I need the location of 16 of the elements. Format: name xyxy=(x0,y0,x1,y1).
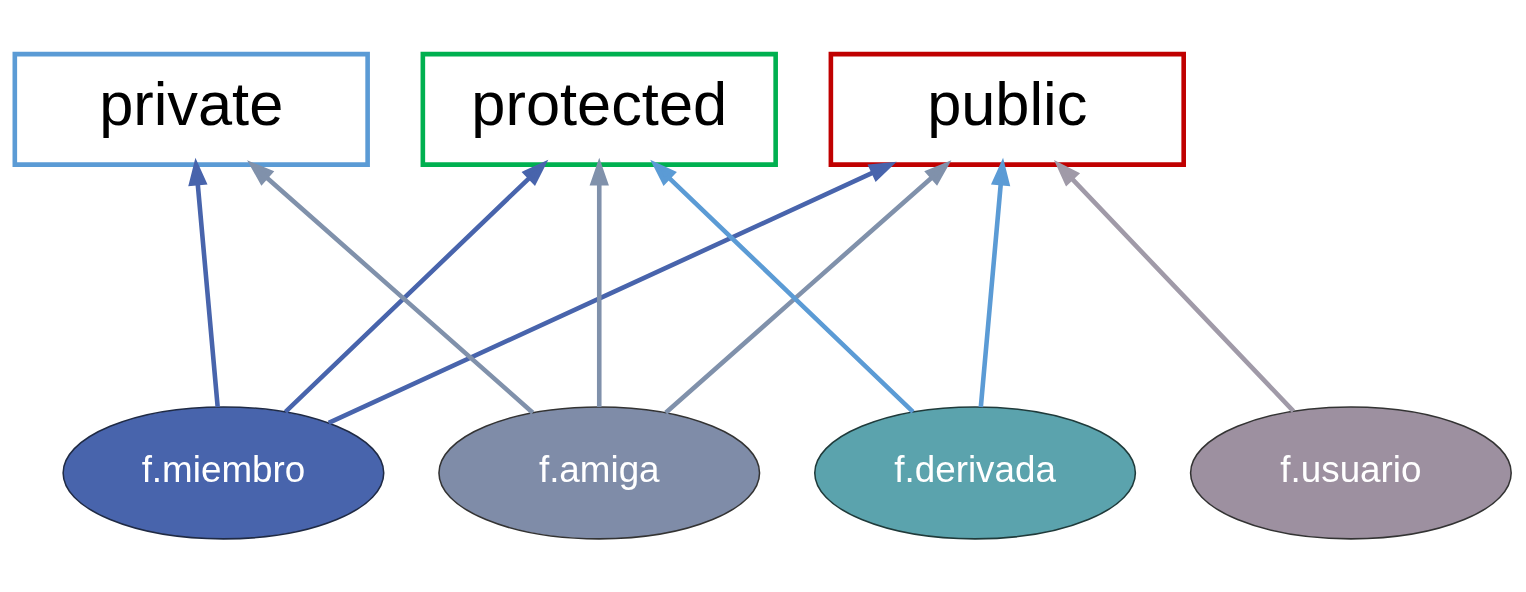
node-ellipse: f.amiga xyxy=(438,405,761,540)
node-ellipse: f.derivada xyxy=(814,405,1137,540)
arrow xyxy=(283,159,549,413)
node-ellipse: f.miembro xyxy=(62,405,385,540)
arrow xyxy=(247,159,535,414)
arrow xyxy=(650,159,915,413)
arrow xyxy=(327,161,897,425)
node-box: private xyxy=(12,51,370,167)
node-box: protected xyxy=(420,51,778,167)
node-ellipse: f.usuario xyxy=(1189,405,1512,540)
arrow xyxy=(589,157,609,407)
node-box: public xyxy=(828,51,1186,167)
arrow xyxy=(1054,159,1296,413)
arrow xyxy=(978,157,1011,407)
arrow xyxy=(664,159,952,414)
arrow xyxy=(188,157,220,407)
